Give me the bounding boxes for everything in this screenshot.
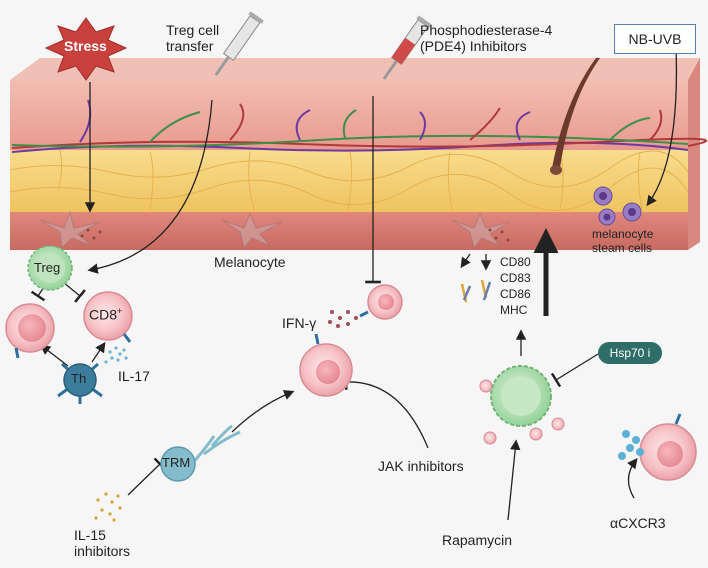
syringe-pde4 xyxy=(382,15,432,80)
arrow-cd80-down-left xyxy=(460,253,471,269)
ifng-target-cell xyxy=(359,284,403,320)
dendritic-cell xyxy=(479,365,565,445)
il15-particles xyxy=(94,492,122,522)
skin-side-face xyxy=(688,58,700,250)
trm-cell xyxy=(160,424,241,482)
arrow-nbuvb xyxy=(646,47,678,207)
basal-layer xyxy=(10,212,688,250)
hair-follicle xyxy=(550,58,600,175)
nbuvb-box: NB-UVB xyxy=(614,24,696,54)
th-cell xyxy=(57,362,103,404)
inhibit-jak xyxy=(344,374,429,449)
melanocyte-stem-label: melanocyte steam cells xyxy=(592,227,654,255)
mhc-label: MHC xyxy=(500,303,528,317)
rapamycin-label: Rapamycin xyxy=(442,532,513,548)
cxcr3-label: αCXCR3 xyxy=(610,515,666,531)
ifng-label: IFN-γ xyxy=(282,315,317,331)
melanocyte-label: Melanocyte xyxy=(214,254,286,270)
treg-transfer-label: Treg cell transfer xyxy=(166,22,220,55)
arrow-rapamycin xyxy=(507,439,521,521)
il15-label: IL-15 inhibitors xyxy=(74,527,131,560)
cd83-label: CD83 xyxy=(500,271,531,285)
syringe-treg xyxy=(214,11,264,76)
cd86-label: CD86 xyxy=(500,287,531,301)
skin-section xyxy=(9,58,708,250)
stress-label: Stress xyxy=(64,38,107,54)
costim-receptors xyxy=(460,279,492,303)
ifng-particles xyxy=(328,310,358,328)
connectors xyxy=(30,47,678,521)
treg-cell xyxy=(27,245,73,291)
cd8-cell xyxy=(83,291,133,343)
trm-label: TRM xyxy=(162,455,191,470)
hsp70-pill: Hsp70 i xyxy=(598,342,662,364)
cxcr3-target-cell xyxy=(639,413,697,481)
cxcr3-particles xyxy=(618,430,644,460)
il17-label: IL-17 xyxy=(118,368,150,384)
arrow-treg-transfer xyxy=(87,99,213,274)
cd8-text: CD8 xyxy=(89,306,118,323)
arrow-cxcr3 xyxy=(627,457,638,499)
arrow-th-right xyxy=(91,341,106,363)
melanin-granules xyxy=(80,228,510,242)
stress-burst xyxy=(44,17,128,81)
treg-label: Treg xyxy=(34,260,61,275)
inhibit-hsp70 xyxy=(550,353,599,388)
skin-top-face xyxy=(10,58,700,80)
inhibit-il15 xyxy=(127,457,167,496)
cd80-label: CD80 xyxy=(500,255,531,269)
melanocyte-stem-cells xyxy=(593,186,642,226)
effector-cell-center xyxy=(299,333,353,397)
cd8-superscript: + xyxy=(117,306,123,316)
jak-label: JAK inhibitors xyxy=(378,458,464,474)
pde4-label: Phosphodiesterase-4 (PDE4) Inhibitors xyxy=(420,22,553,55)
arrow-th-left xyxy=(39,344,69,367)
arrow-trm-up xyxy=(231,390,295,433)
vessels xyxy=(11,99,708,153)
cd8-label: CD8+ xyxy=(89,306,122,323)
il17-particles xyxy=(104,346,128,364)
th-label: Th xyxy=(71,371,87,386)
basal-melanocytes xyxy=(39,210,511,250)
effector-cell-left xyxy=(5,303,55,359)
